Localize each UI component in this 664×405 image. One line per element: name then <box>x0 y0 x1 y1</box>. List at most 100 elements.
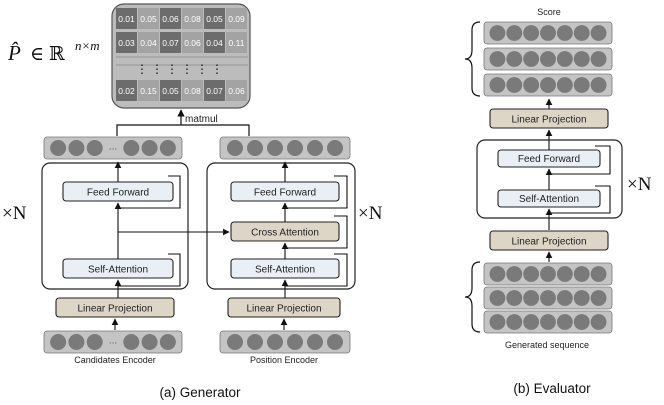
token-circle <box>307 334 323 350</box>
svg-text:0.05: 0.05 <box>162 86 179 96</box>
matrix-cell: 0.07 <box>160 32 181 53</box>
matrix-cell: 0.09 <box>226 8 247 29</box>
token-circle <box>489 290 506 306</box>
token-circle <box>287 334 303 350</box>
evaluator-linear-projection-bottom-box <box>489 230 609 251</box>
token-circle <box>123 140 140 156</box>
evaluator-feed-forward-label: Feed Forward <box>518 154 580 165</box>
svg-text:0.15: 0.15 <box>140 86 157 96</box>
position-output-tokens <box>219 136 351 160</box>
token-circle <box>540 266 556 282</box>
matrix-formula: P̂ ∈ ℝ n×m <box>7 38 100 65</box>
token-circle <box>227 140 243 156</box>
matrix-cell: 0.07 <box>204 80 225 101</box>
candidates-self-attention-label: Self-Attention <box>88 265 148 276</box>
token-circle <box>590 25 607 41</box>
position-feed-forward-label: Feed Forward <box>254 188 316 199</box>
token-circle <box>556 25 573 41</box>
token-circle <box>540 77 556 93</box>
token-circle <box>506 290 523 306</box>
svg-text:0.07: 0.07 <box>206 86 223 96</box>
token-circle <box>523 25 540 41</box>
matrix-cell: 0.08 <box>182 8 203 29</box>
token-circle <box>68 334 85 350</box>
position-linear-projection-label: Linear Projection <box>246 304 321 315</box>
score-token-row <box>483 73 613 97</box>
svg-text:0.06: 0.06 <box>228 86 245 96</box>
token-circle <box>267 334 283 350</box>
token-circle <box>227 334 243 350</box>
evaluator-linear-projection-top-label: Linear Projection <box>511 115 586 126</box>
token-circle <box>590 51 607 67</box>
token-circle <box>506 266 523 282</box>
evaluator-caption: (b) Evaluator <box>513 381 591 396</box>
token-circle <box>540 25 556 41</box>
position-input-tokens <box>219 330 351 354</box>
token-circle <box>247 140 263 156</box>
token-circle <box>590 266 607 282</box>
token-circle <box>247 334 263 350</box>
sequence-token-row <box>483 310 613 334</box>
matrix-symbol: P̂ <box>7 41 21 65</box>
sequence-token-row <box>483 262 613 286</box>
token-circle <box>489 266 506 282</box>
token-circle <box>506 25 523 41</box>
token-circle <box>573 25 590 41</box>
svg-text:0.06: 0.06 <box>162 14 179 24</box>
token-circle <box>540 290 556 306</box>
matrix-cell: 0.04 <box>138 32 159 53</box>
token-circle <box>523 77 540 93</box>
evaluator-block: Feed Forward Self-Attention <box>476 139 623 230</box>
matrix-cell: 0.05 <box>160 80 181 101</box>
position-encoder-label: Position Encoder <box>250 355 318 365</box>
generator-caption: (a) Generator <box>159 385 241 400</box>
svg-text:0.01: 0.01 <box>118 14 135 24</box>
token-circle <box>523 290 540 306</box>
svg-text:0.09: 0.09 <box>228 14 245 24</box>
position-cross-attention-label: Cross Attention <box>251 228 319 239</box>
matmul-label: matmul <box>185 114 218 125</box>
token-circle <box>523 314 540 330</box>
matrix-cell: 0.06 <box>182 32 203 53</box>
token-circle <box>86 140 103 156</box>
matrix-cell: 0.15 <box>138 80 159 101</box>
candidates-repeat-label: ×N <box>2 203 27 224</box>
token-circle <box>573 77 590 93</box>
token-circle <box>556 77 573 93</box>
token-circle <box>573 314 590 330</box>
svg-text:0.04: 0.04 <box>206 38 223 48</box>
token-circle <box>523 51 540 67</box>
token-circle <box>267 140 283 156</box>
svg-text:0.08: 0.08 <box>184 14 201 24</box>
token-circle <box>489 51 506 67</box>
token-circle <box>159 140 176 156</box>
matrix-cell: 0.08 <box>182 80 203 101</box>
token-circle <box>556 51 573 67</box>
matrix-cell: 0.03 <box>116 32 137 53</box>
candidates-linear-projection-box <box>55 297 175 318</box>
matrix-dots: ⋮ ⋮ ⋮ ⋮ ⋮ ⋮ <box>136 62 223 76</box>
token-circle <box>327 140 343 156</box>
token-circle <box>573 266 590 282</box>
token-circle <box>489 314 506 330</box>
token-circle <box>50 334 67 350</box>
token-circle <box>506 51 523 67</box>
matrix-cell: 0.05 <box>204 8 225 29</box>
token-circle <box>489 77 506 93</box>
candidates-encoder-label: Candidates Encoder <box>74 355 156 365</box>
token-circle <box>556 314 573 330</box>
token-circle <box>123 334 140 350</box>
token-circle <box>590 314 607 330</box>
evaluator-repeat-label: ×N <box>627 174 652 195</box>
candidates-input-tokens: ··· <box>43 330 183 354</box>
token-circle <box>506 314 523 330</box>
token-circle <box>573 290 590 306</box>
token-circle <box>86 334 103 350</box>
token-circle <box>573 51 590 67</box>
svg-text:0.05: 0.05 <box>140 14 157 24</box>
svg-text:0.04: 0.04 <box>140 38 157 48</box>
token-circle <box>556 290 573 306</box>
position-repeat-label: ×N <box>358 203 383 224</box>
